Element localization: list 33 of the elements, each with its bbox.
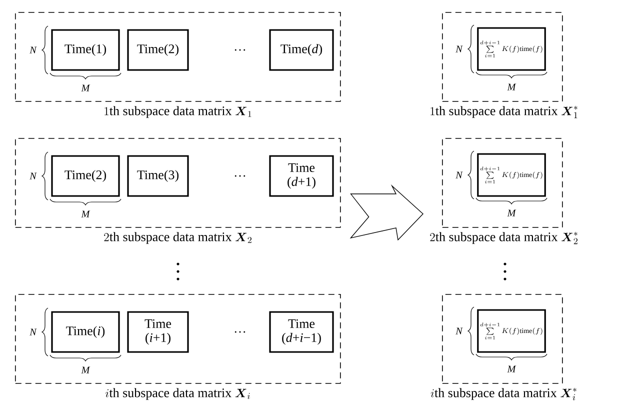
time-box: Time (i+1) (127, 311, 189, 353)
ellipsis: … (234, 175, 246, 177)
dimension-label: N (456, 328, 463, 334)
dimension-label: N (30, 46, 37, 54)
dimension-label: N (456, 172, 463, 178)
node-label: $2\text{th subspace data matrix }\boldsymbol{X}_{2}$ (104, 232, 252, 244)
dimension-label: N (456, 46, 463, 52)
dimension-label: M (507, 84, 516, 90)
dimension-label: M (81, 84, 90, 92)
time-box: Time(2) (127, 29, 189, 71)
node-label: $i\text{th subspace data matrix }\boldsymbol{X}_{i}^{*}$ (430, 388, 576, 400)
node-label: $2\text{th subspace data matrix }\boldsymbol{X}_{2}^{*}$ (430, 232, 578, 244)
node-label: $i\text{th subspace data matrix }\boldsymbol{X}_{i}$ (106, 388, 250, 400)
dimension-label: M (507, 366, 516, 372)
dimension-label: M (507, 210, 516, 216)
time-box: Time(1) (51, 29, 120, 71)
time-box: Time (d+1) (269, 155, 334, 197)
dimension-label: M (81, 210, 90, 218)
dimension-label: M (81, 366, 90, 374)
sum-box: $\sum\limits_{i=1}^{d+i-1}K(f)\mathrm{time}(f)$ (477, 153, 546, 197)
dimension-label: N (30, 328, 37, 336)
node-label: $1\text{th subspace data matrix }\boldsymbol{X}_{1}$ (104, 106, 252, 118)
time-box: Time(d) (269, 29, 334, 71)
ellipsis: … (234, 49, 246, 51)
sum-box: $\sum\limits_{i=1}^{d+i-1}K(f)\mathrm{time}(f)$ (477, 309, 546, 353)
time-box: Time(2) (51, 155, 120, 197)
node-label: $1\text{th subspace data matrix }\boldsymbol{X}_{1}^{*}$ (430, 106, 578, 118)
ellipsis: … (234, 331, 246, 333)
sum-box: $\sum\limits_{i=1}^{d+i-1}K(f)\mathrm{time}(f)$ (477, 27, 546, 71)
time-box: Time(i) (51, 311, 120, 353)
dimension-label: N (30, 172, 37, 180)
time-box: Time (d+i−1) (269, 311, 334, 353)
time-box: Time(3) (127, 155, 189, 197)
